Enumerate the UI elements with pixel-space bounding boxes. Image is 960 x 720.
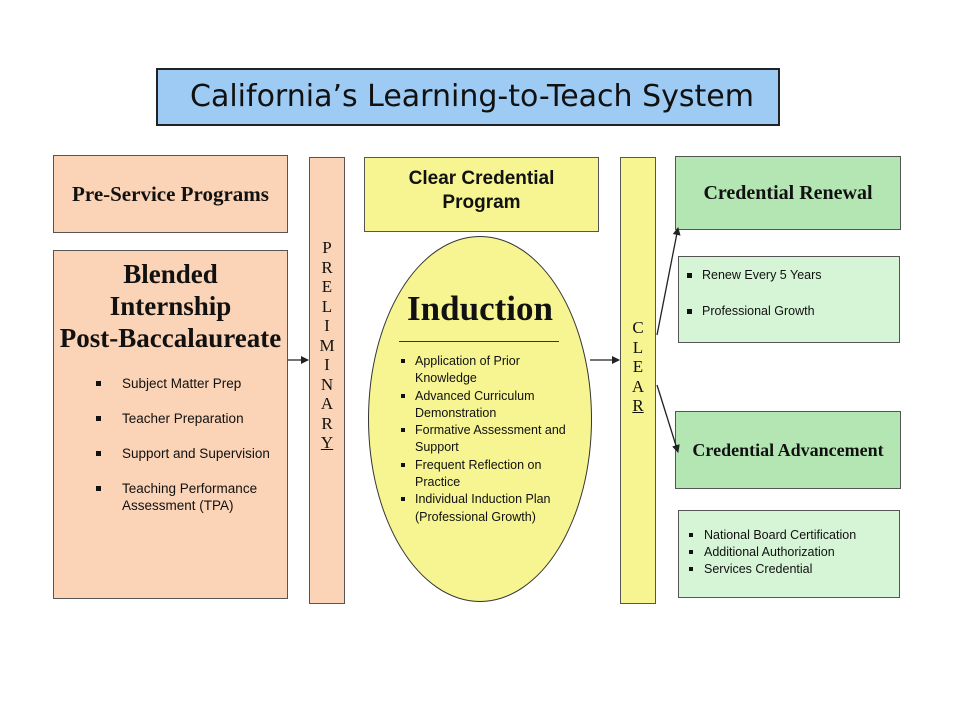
preliminary-column [309,157,345,604]
list-item: Additional Authorization [689,544,894,561]
induction-ellipse: Induction Application of Prior Knowledge… [368,236,592,602]
advancement-list: National Board Certification Additional … [689,527,894,578]
preliminary-letter: I [324,316,330,335]
renewal-heading: Credential Renewal [703,181,873,204]
preliminary-letter: Y [320,433,334,452]
arrow-clear-to-renewal [656,227,681,336]
preliminary-label: P R E L I M I N A R Y [309,238,345,453]
preliminary-letter: M [319,335,335,355]
preliminary-letter: E [321,277,333,296]
blended-title-line: Internship [109,291,232,321]
list-item: Professional Growth [687,303,892,320]
induction-list: Application of Prior Knowledge Advanced … [401,353,585,526]
preservice-list: Subject Matter Prep Teacher Preparation … [96,375,283,532]
list-item: Teaching Performance Assessment (TPA) [96,480,283,514]
renewal-list-box: Renew Every 5 Years Professional Growth [678,256,900,343]
preliminary-letter: A [320,394,334,413]
list-item: Subject Matter Prep [96,375,283,392]
credential-advancement-box: Credential Advancement [675,411,901,489]
preliminary-letter: N [320,374,334,394]
title-box: California’s Learning-to-Teach System [156,68,780,126]
renewal-list: Renew Every 5 Years Professional Growth [687,267,892,339]
clear-letter: R [632,396,644,415]
clear-column [620,157,656,604]
clear-letter: A [631,376,645,396]
preliminary-letter: R [321,257,333,277]
list-item: Services Credential [689,561,894,578]
blended-title-line: Blended [123,259,218,289]
preliminary-letter: P [322,238,332,257]
list-item: Support and Supervision [96,445,283,462]
preliminary-letter: I [324,355,330,374]
list-item: Frequent Reflection on Practice [401,457,585,492]
list-item: Formative Assessment and Support [401,422,585,457]
induction-title: Induction [407,289,553,328]
clear-letter: L [632,337,644,357]
preliminary-letter: R [321,413,333,433]
list-item: National Board Certification [689,527,894,544]
ccp-heading-line: Clear Credential [408,168,555,189]
induction-divider [399,341,559,342]
clear-letter: C [632,318,644,337]
clear-label: C L E A R [620,318,656,416]
list-item: Individual Induction Plan (Professional … [401,491,585,526]
list-item: Teacher Preparation [96,410,283,427]
diagram-title: California’s Learning-to-Teach System [190,79,754,114]
preservice-heading: Pre-Service Programs [72,181,269,206]
ccp-heading-line: Program [442,192,521,213]
preservice-heading-box: Pre-Service Programs [53,155,288,233]
blended-internship-box: Blended Internship Post-Baccalaureate Su… [53,250,288,599]
list-item: Advanced Curriculum Demonstration [401,388,585,423]
blended-title-line: Post-Baccalaureate [59,323,282,353]
advancement-list-box: National Board Certification Additional … [678,510,900,598]
clear-letter: E [632,357,644,376]
list-item: Renew Every 5 Years [687,267,892,284]
clear-credential-program-box: Clear Credential Program [364,157,599,232]
list-item: Application of Prior Knowledge [401,353,585,388]
credential-renewal-box: Credential Renewal [675,156,901,230]
preliminary-letter: L [321,296,333,316]
advancement-heading: Credential Advancement [692,439,884,460]
